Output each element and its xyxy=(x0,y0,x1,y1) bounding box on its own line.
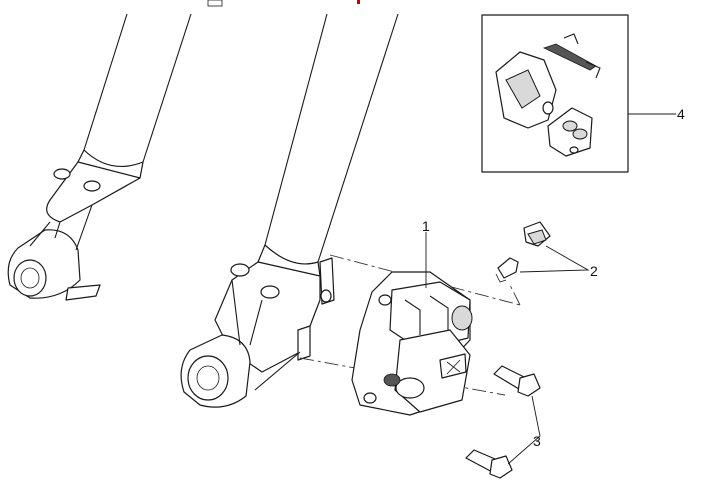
caliper-piston-seal xyxy=(383,373,401,387)
caliper-piston-cap xyxy=(451,305,473,331)
caliper-bracket-hole-lower xyxy=(363,392,377,404)
left-fork-lug xyxy=(65,284,101,301)
left-fork-boss-upper xyxy=(53,168,71,180)
left-fork-boss-lower xyxy=(83,180,101,192)
caliper-id-mark xyxy=(446,359,461,375)
bleed-screw xyxy=(497,257,519,279)
pad-left-friction xyxy=(505,69,541,109)
left-fork-ribs xyxy=(29,204,93,251)
right-fork-tube-edge-a xyxy=(264,13,328,246)
brake-caliper xyxy=(351,271,473,416)
assembly-axis-upper xyxy=(329,254,521,306)
right-fork-mount-ear-lower xyxy=(297,325,311,361)
right-fork-axle-bore xyxy=(187,355,229,401)
brake-pad-kit xyxy=(481,14,629,173)
assembly-axis-bleed xyxy=(509,284,521,306)
caliper-bracket-hole-upper xyxy=(378,294,392,306)
right-fork-tube-edge-b xyxy=(317,13,399,263)
pad-left-hole xyxy=(542,101,554,115)
bleed-cap-shade xyxy=(527,229,547,245)
bolt-lower-head xyxy=(489,455,513,479)
pad-spring-legs xyxy=(563,33,601,79)
caliper-piston xyxy=(395,377,425,399)
left-fork-axle-bore xyxy=(13,259,47,297)
bleed-screw-and-cap xyxy=(495,221,551,283)
right-fork-boss-upper xyxy=(230,263,250,277)
left-fork-tube-edge-a xyxy=(83,13,128,151)
pad-right xyxy=(547,107,593,157)
bolt-upper-head xyxy=(517,373,541,397)
callout-3: 3 xyxy=(533,433,541,449)
right-fork-axle-bore-inner xyxy=(196,365,220,391)
left-fork-leg xyxy=(7,13,192,301)
left-fork-tube-edge-b xyxy=(142,13,192,163)
left-fork-axle-bore-inner xyxy=(20,267,40,289)
caliper-bolts xyxy=(465,365,541,479)
callout-2: 2 xyxy=(590,263,598,279)
leader-2 xyxy=(519,245,590,273)
pad-right-hole xyxy=(569,146,579,154)
pad-right-pin-a xyxy=(562,120,578,132)
pad-right-pin-b xyxy=(572,128,588,140)
callout-4: 4 xyxy=(677,106,685,122)
top-artifact-box xyxy=(207,0,223,7)
leader-3 xyxy=(507,395,541,465)
right-fork-leg xyxy=(180,13,399,408)
right-fork-ribs xyxy=(231,279,301,391)
callout-1: 1 xyxy=(422,218,430,234)
right-fork-mount-hole-upper xyxy=(320,289,332,303)
right-fork-boss-lower xyxy=(260,285,280,299)
caliper-body-ribs xyxy=(404,295,449,335)
left-fork-slider xyxy=(46,161,141,223)
bleed-screw-tip xyxy=(495,273,507,283)
top-artifact-mark xyxy=(357,0,360,4)
